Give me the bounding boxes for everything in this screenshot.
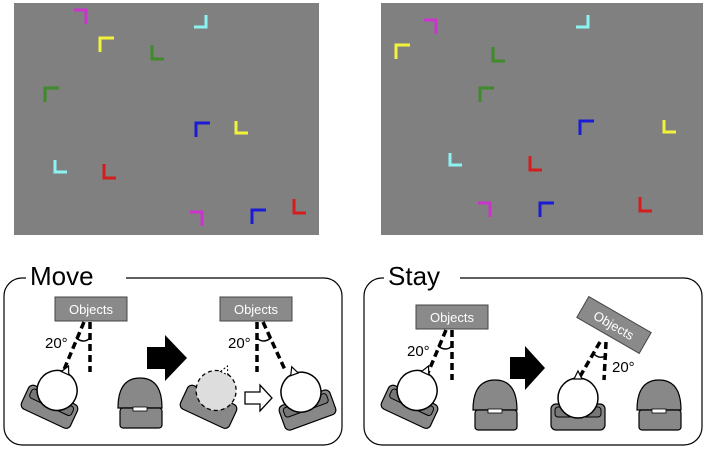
stay-empty-chair-2-gap	[651, 408, 667, 414]
move-small-arrow-icon	[244, 383, 273, 413]
left-cyan-corner-left-icon	[194, 15, 208, 29]
stay-nose-2	[573, 369, 583, 380]
move-ghost-observer	[179, 364, 238, 429]
move-title: Move	[30, 261, 94, 291]
move-empty-chair-1	[117, 377, 163, 429]
left-display-items	[43, 8, 306, 226]
stay-angle-1: 20°	[407, 343, 430, 360]
move-objects-box-1	[54, 296, 128, 322]
right-magenta-corner-right-icon	[424, 18, 438, 34]
move-observer-1	[20, 364, 79, 429]
stay-angle-arc-2	[593, 353, 608, 358]
right-yellow-corner-ll-icon	[662, 120, 676, 134]
left-red-corner-t-icon	[102, 164, 116, 180]
move-empty-chair-1-gap	[132, 406, 148, 412]
move-objects-label-1: Objects	[69, 302, 114, 317]
left-yellow-corner-ul-icon	[98, 36, 114, 52]
left-blue-corner-ul-icon	[194, 121, 210, 137]
right-cyan-corner-left-icon	[576, 15, 590, 29]
right-green-corner-ul-icon	[478, 86, 494, 102]
left-green-corner-ul-icon	[43, 86, 59, 102]
stay-empty-chair-1-gap	[487, 408, 503, 414]
stay-title: Stay	[388, 261, 440, 291]
stay-title-backing	[384, 260, 460, 290]
move-ghost-nose	[219, 364, 229, 376]
move-empty-chair-1-back	[117, 377, 163, 409]
stay-objects-label-1: Objects	[430, 310, 475, 325]
right-blue-corner-ul-icon	[578, 119, 594, 135]
stay-observer-2	[550, 369, 606, 431]
stay-panel: Stay Objects 20° Objects 20°	[363, 260, 703, 446]
left-red-corner-t-icon	[292, 199, 306, 215]
stay-sightline-2b	[602, 341, 608, 381]
right-display-items	[394, 15, 676, 217]
left-yellow-corner-ll-icon	[234, 121, 248, 135]
move-angle-1: 20°	[45, 335, 68, 352]
right-red-corner-t-icon	[528, 156, 542, 172]
move-angle-2: 20°	[228, 335, 251, 352]
right-display-background	[381, 3, 703, 235]
right-red-corner-t-icon	[638, 197, 652, 213]
stay-observer-1	[380, 364, 439, 429]
left-green-corner-t-icon	[150, 45, 164, 61]
move-objects-label-2: Objects	[234, 302, 279, 317]
move-panel: Move Objects 20° Objects 20°	[3, 260, 343, 446]
move-angle-arc-1	[75, 337, 91, 342]
move-sightline-2b	[261, 321, 288, 373]
stay-empty-chair-2-back	[636, 379, 682, 411]
right-cyan-corner-ll-icon	[448, 153, 462, 167]
move-big-arrow-icon	[147, 335, 187, 381]
stay-empty-chair-1-back	[472, 379, 518, 411]
stay-angle-2: 20°	[612, 359, 635, 376]
stay-objects-box-1	[415, 304, 489, 330]
stay-empty-chair-2	[636, 379, 682, 431]
stay-sightline-2a	[576, 341, 602, 381]
left-magenta-corner-right-icon	[74, 8, 88, 24]
stay-nose-1	[420, 364, 430, 376]
left-blue-corner-ul-icon	[250, 208, 266, 224]
stay-empty-chair-1	[472, 379, 518, 431]
move-sightline-1a	[61, 321, 86, 373]
move-observer-2	[278, 365, 337, 431]
stay-big-arrow-icon	[510, 346, 545, 390]
move-angle-arc-2	[256, 337, 272, 342]
left-cyan-corner-ll-icon	[53, 160, 67, 174]
move-nose-1	[60, 364, 70, 376]
stay-head-2	[557, 377, 599, 419]
move-objects-box-2	[219, 296, 293, 322]
left-display-background	[14, 3, 319, 235]
right-magenta-corner-right-icon	[478, 201, 492, 217]
left-display	[14, 3, 319, 235]
left-magenta-corner-right-icon	[190, 210, 204, 226]
right-blue-corner-ul-icon	[538, 201, 554, 217]
move-nose-2	[290, 365, 300, 377]
right-green-corner-t-icon	[491, 47, 505, 63]
right-display	[381, 3, 703, 235]
stay-objects-box-2	[576, 295, 652, 355]
right-yellow-corner-ul-icon	[394, 43, 410, 59]
move-title-backing	[26, 260, 126, 290]
stay-angle-arc-1	[437, 345, 453, 350]
